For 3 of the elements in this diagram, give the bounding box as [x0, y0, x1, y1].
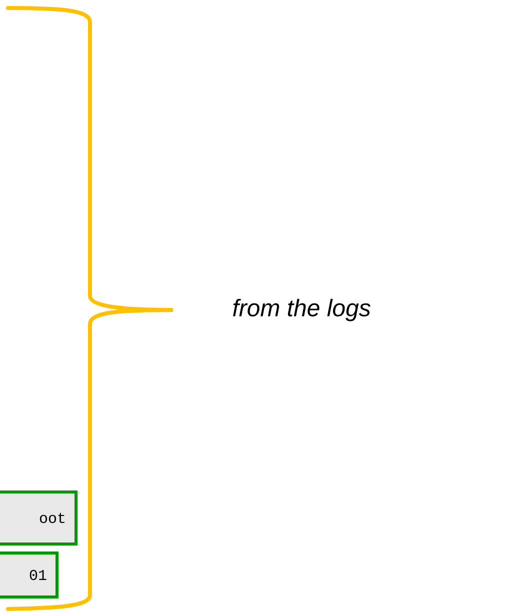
text-box: 01 — [0, 552, 58, 598]
text-box: oot — [0, 490, 78, 546]
annotation-text: from the logs — [233, 298, 370, 322]
